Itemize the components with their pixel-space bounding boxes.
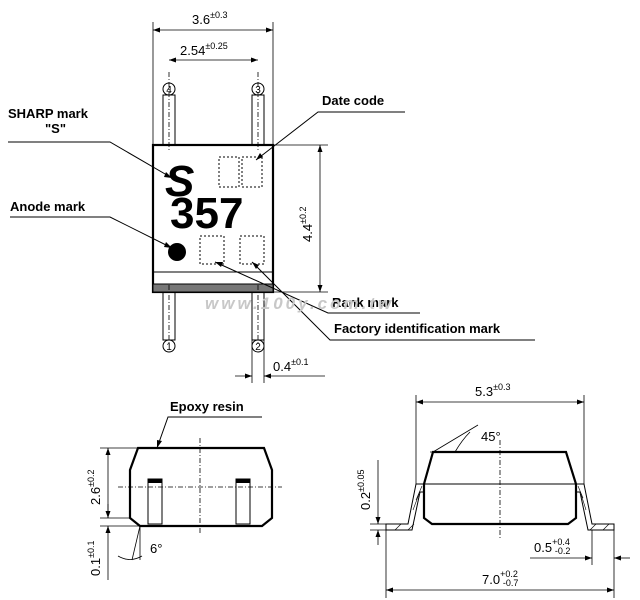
pin-1-label: 1 <box>166 342 172 353</box>
side-view: Epoxy resin 2.6±0.2 0.1±0.1 6° <box>86 399 282 580</box>
pin-4-circle <box>162 82 176 96</box>
rank-mark-box <box>199 235 225 265</box>
end-lead-right <box>575 483 615 531</box>
epoxy-resin-label: Epoxy resin <box>170 399 244 414</box>
dim-0-4: 0.4±0.1 <box>273 357 309 374</box>
top-view: 4 3 1 2 S 357 3.6±0.3 2.54±0.25 4.4±0.2 <box>8 10 535 383</box>
date-code-label: Date code <box>322 93 384 108</box>
end-view-body <box>422 450 578 526</box>
dim-0-5: 0.5+0.4-0.2 <box>534 537 570 556</box>
lead-hatching <box>394 485 610 531</box>
factory-mark-box <box>239 235 265 265</box>
part-number: 357 <box>170 189 243 238</box>
resin-lip <box>152 283 274 293</box>
end-lead-left <box>385 483 425 531</box>
dim-4-4: 4.4±0.2 <box>298 206 315 242</box>
sharp-mark-label: SHARP mark <box>8 106 89 121</box>
dim-0-2: 0.2±0.05 <box>356 469 373 510</box>
angle-45-deg: 45° <box>481 429 501 444</box>
sharp-mark-s-label: "S" <box>45 121 66 136</box>
watermark: www.100y.com.tw <box>205 294 394 313</box>
pin-3-label: 3 <box>255 85 261 96</box>
sharp-logo: S <box>165 157 194 206</box>
dim-3-6: 3.6±0.3 <box>192 10 228 27</box>
side-view-body <box>128 446 274 528</box>
end-view: 5.3±0.3 45° 0.2±0.05 0.5+0.4-0.2 7.0+0.2… <box>356 382 630 598</box>
dim-0-1: 0.1±0.1 <box>86 540 103 576</box>
pin-3-circle <box>251 82 265 96</box>
anode-mark-label: Anode mark <box>10 199 86 214</box>
pin-4-label: 4 <box>166 85 172 96</box>
rank-mark-label: Rank mark <box>332 295 399 310</box>
factory-mark-label: Factory identification mark <box>334 321 501 336</box>
angle-6-deg: 6° <box>150 541 162 556</box>
side-lead-left <box>147 478 163 525</box>
pin-1-circle <box>162 339 176 353</box>
dim-7-0: 7.0+0.2-0.7 <box>482 569 518 588</box>
dim-5-3: 5.3±0.3 <box>475 382 511 399</box>
side-lead-right <box>235 478 251 525</box>
pin-2-label: 2 <box>255 342 261 353</box>
anode-mark-dot <box>168 243 186 261</box>
date-code-box-1 <box>218 156 240 188</box>
dim-2-6: 2.6±0.2 <box>86 469 103 505</box>
date-code-box-2 <box>241 156 263 188</box>
dim-2-54: 2.54±0.25 <box>180 41 228 58</box>
